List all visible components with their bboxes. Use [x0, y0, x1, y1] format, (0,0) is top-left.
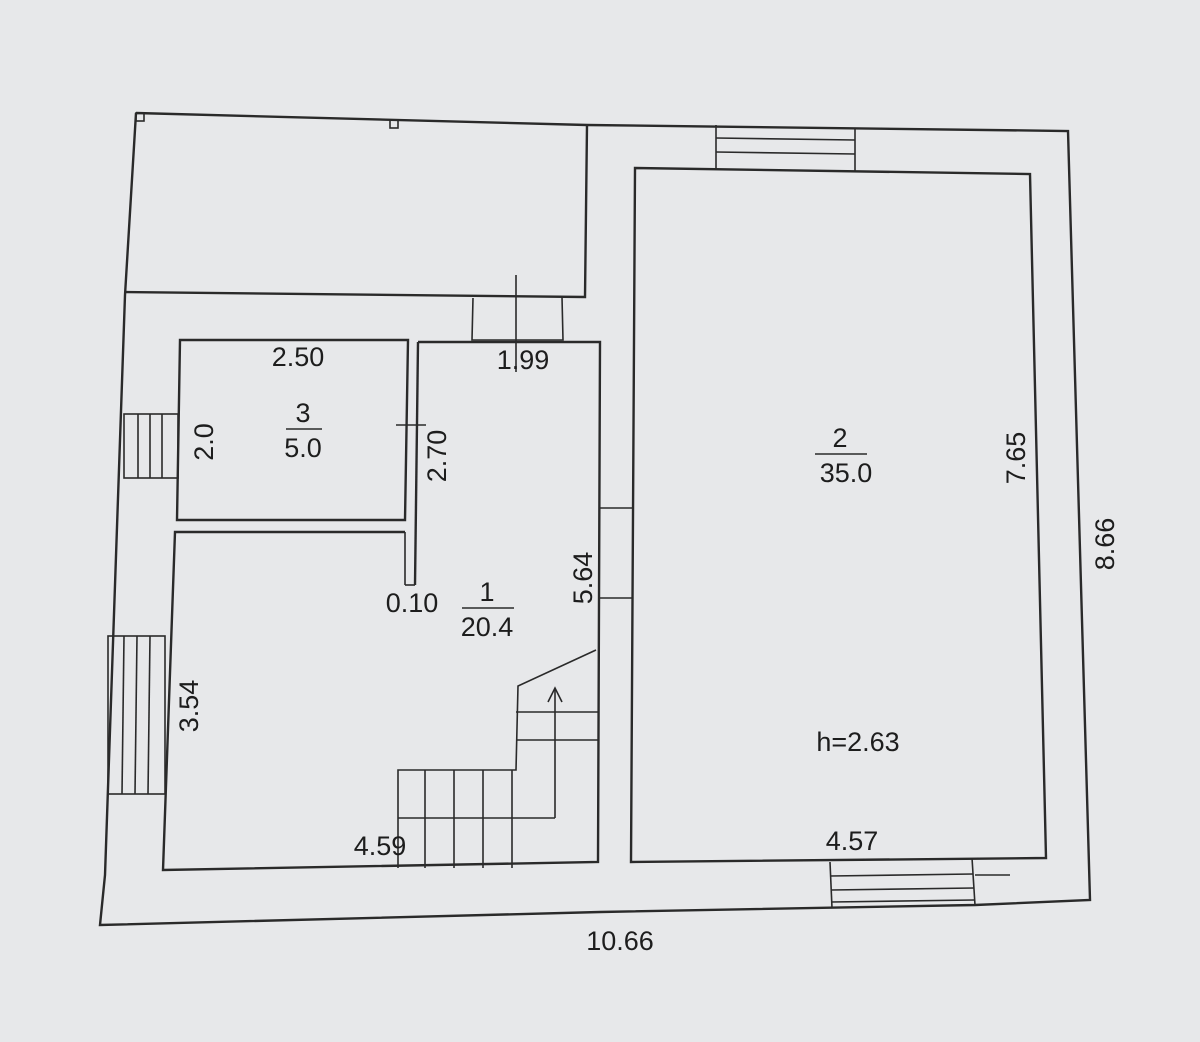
dim-room3-width: 2.50 [272, 342, 325, 372]
dim-overall-width: 10.66 [586, 926, 654, 956]
svg-text:5.0: 5.0 [284, 433, 322, 463]
dim-room2-height: 7.65 [1001, 432, 1031, 485]
room-1-label: 1 20.4 [461, 577, 514, 642]
svg-text:2: 2 [832, 423, 847, 453]
left-steps-upper [123, 413, 179, 479]
dim-partition-thickness: 0.10 [386, 588, 439, 618]
veranda-wall [124, 124, 589, 299]
connector-room1-room2 [600, 507, 632, 599]
dim-room2-bottom-width: 4.57 [826, 826, 879, 856]
svg-text:35.0: 35.0 [820, 458, 873, 488]
dim-overall-height: 8.66 [1090, 518, 1120, 571]
dim-partition-length: 2.70 [422, 430, 452, 483]
dim-room1-right-length: 5.64 [568, 552, 598, 605]
svg-text:20.4: 20.4 [461, 612, 514, 642]
ceiling-height-label: h=2.63 [816, 727, 899, 757]
outer-wall [98, 111, 1092, 927]
dim-room1-bottom-width: 4.59 [354, 831, 407, 861]
staircase [397, 649, 598, 868]
dim-room1-top-width: 1.99 [497, 345, 550, 375]
svg-text:1: 1 [479, 577, 494, 607]
room-3-label: 3 5.0 [284, 398, 322, 463]
dim-room3-height: 2.0 [189, 423, 219, 461]
bottom-entrance-steps [829, 857, 1010, 909]
top-entrance-steps [715, 125, 856, 172]
left-steps-lower [107, 635, 166, 795]
passage-wall [471, 296, 564, 341]
svg-text:3: 3 [295, 398, 310, 428]
room-2-label: 2 35.0 [815, 423, 872, 488]
room-1 [161, 340, 602, 872]
room-2 [629, 166, 1048, 864]
dim-room1-left-length: 3.54 [174, 680, 204, 733]
